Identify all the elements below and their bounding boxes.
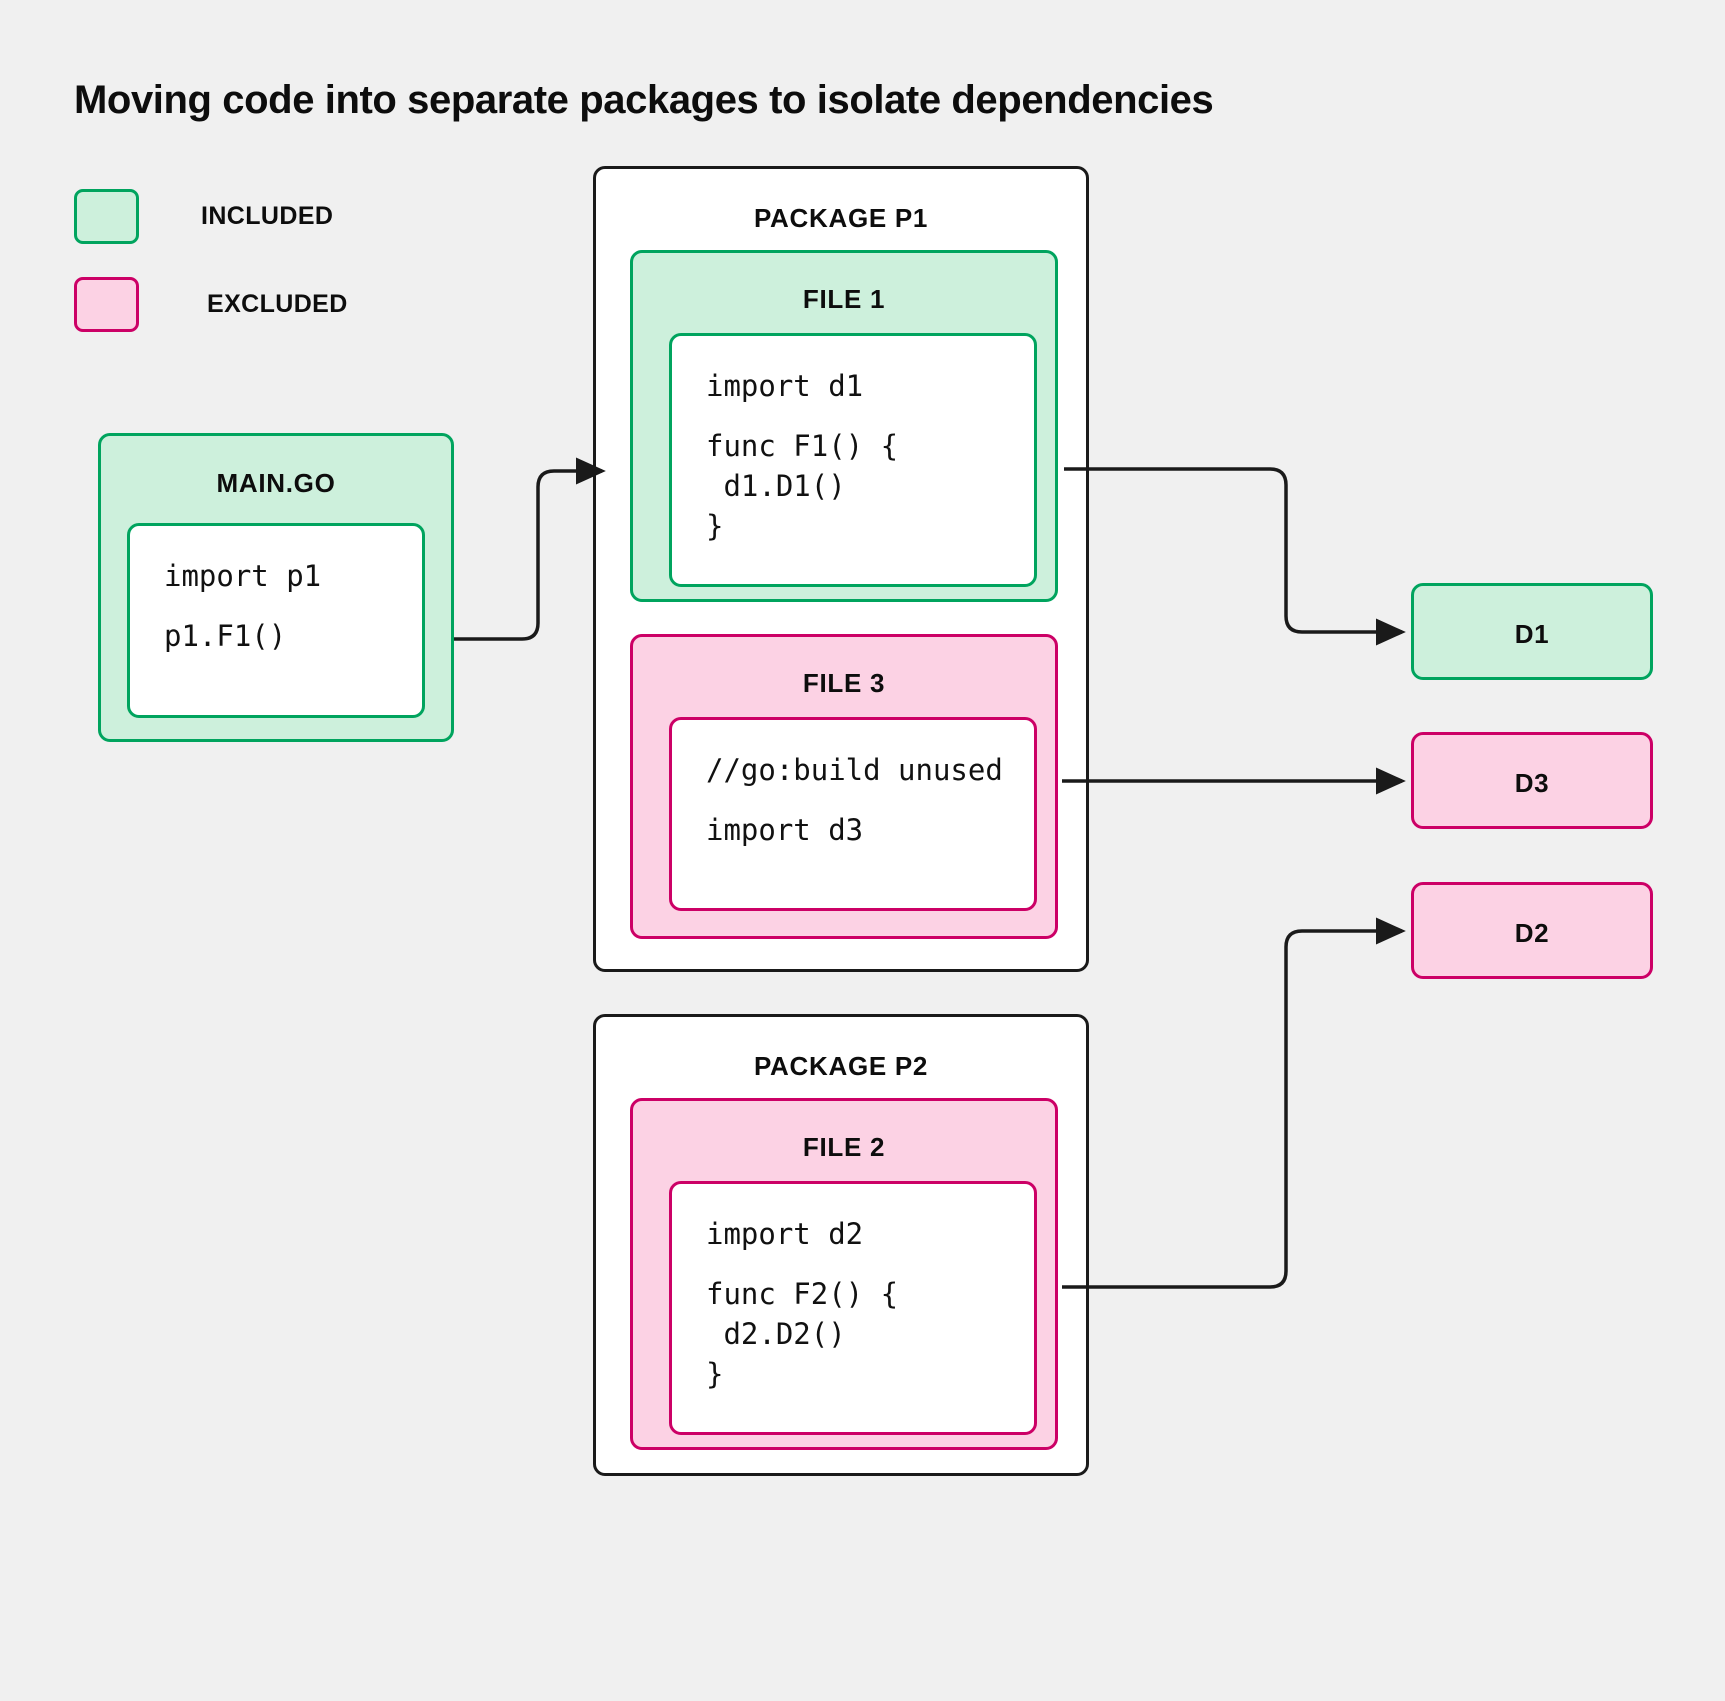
node-main-go-code: import p1 p1.F1(): [164, 556, 408, 656]
node-package-p2-title: PACKAGE P2: [753, 1051, 929, 1081]
node-package-p1[interactable]: PACKAGE P1 FILE 1 import d1 func F1() { d…: [593, 166, 1089, 972]
code-line: func F1() {: [706, 429, 899, 463]
node-file-2[interactable]: FILE 2 import d2 func F2() { d2.D2() }: [630, 1098, 1058, 1450]
code-line: d1.D1(): [706, 469, 846, 503]
legend-swatch-included-icon: [74, 188, 139, 244]
node-file-2-code: import d2 func F2() { d2.D2() }: [706, 1214, 1020, 1394]
code-line: import p1: [164, 559, 322, 593]
legend-swatch-excluded-icon: [74, 276, 139, 332]
code-line: d2.D2(): [706, 1317, 846, 1351]
node-package-p2[interactable]: PACKAGE P2 FILE 2 import d2 func F2() { d…: [593, 1014, 1089, 1476]
legend: INCLUDED EXCLUDED: [74, 188, 404, 364]
legend-item-included: INCLUDED: [74, 188, 404, 244]
node-file-1-title: FILE 1: [802, 284, 886, 314]
code-line: import d1: [706, 369, 864, 403]
code-line: func F2() {: [706, 1277, 899, 1311]
legend-label-included: INCLUDED: [201, 201, 334, 230]
node-dependency-d2[interactable]: D2: [1411, 882, 1653, 979]
node-file-3-code: //go:build unused import d3: [706, 750, 1020, 850]
code-line: }: [706, 1357, 724, 1391]
node-file-1-code: import d1 func F1() { d1.D1() }: [706, 366, 1020, 546]
code-line: }: [706, 509, 724, 543]
node-main-go-code-box: import p1 p1.F1(): [127, 523, 425, 718]
code-line: p1.F1(): [164, 619, 287, 653]
node-file-3[interactable]: FILE 3 //go:build unused import d3: [630, 634, 1058, 939]
node-file-1-code-box: import d1 func F1() { d1.D1() }: [669, 333, 1037, 587]
code-line: import d3: [706, 813, 864, 847]
node-dependency-d2-label: D2: [1514, 918, 1550, 948]
edge-file-1-to-d1: [1064, 467, 1406, 646]
legend-label-excluded: EXCLUDED: [207, 289, 348, 318]
node-dependency-d1[interactable]: D1: [1411, 583, 1653, 680]
legend-item-excluded: EXCLUDED: [74, 276, 404, 332]
code-line: import d2: [706, 1217, 864, 1251]
node-file-1[interactable]: FILE 1 import d1 func F1() { d1.D1() }: [630, 250, 1058, 602]
node-file-3-title: FILE 3: [802, 668, 886, 698]
node-main-go[interactable]: MAIN.GO import p1 p1.F1(): [98, 433, 454, 742]
node-file-2-code-box: import d2 func F2() { d2.D2() }: [669, 1181, 1037, 1435]
edge-main-go-to-file-1: [454, 457, 606, 641]
node-dependency-d1-label: D1: [1514, 619, 1550, 649]
page-title: Moving code into separate packages to is…: [74, 78, 1214, 122]
node-file-3-code-box: //go:build unused import d3: [669, 717, 1037, 911]
code-line: //go:build unused: [706, 753, 1003, 787]
node-file-2-title: FILE 2: [802, 1132, 886, 1162]
node-main-go-title: MAIN.GO: [216, 468, 336, 498]
node-dependency-d3[interactable]: D3: [1411, 732, 1653, 829]
node-dependency-d3-label: D3: [1514, 768, 1550, 798]
node-package-p1-title: PACKAGE P1: [753, 203, 929, 233]
edge-file-2-to-d2: [1062, 917, 1406, 1289]
